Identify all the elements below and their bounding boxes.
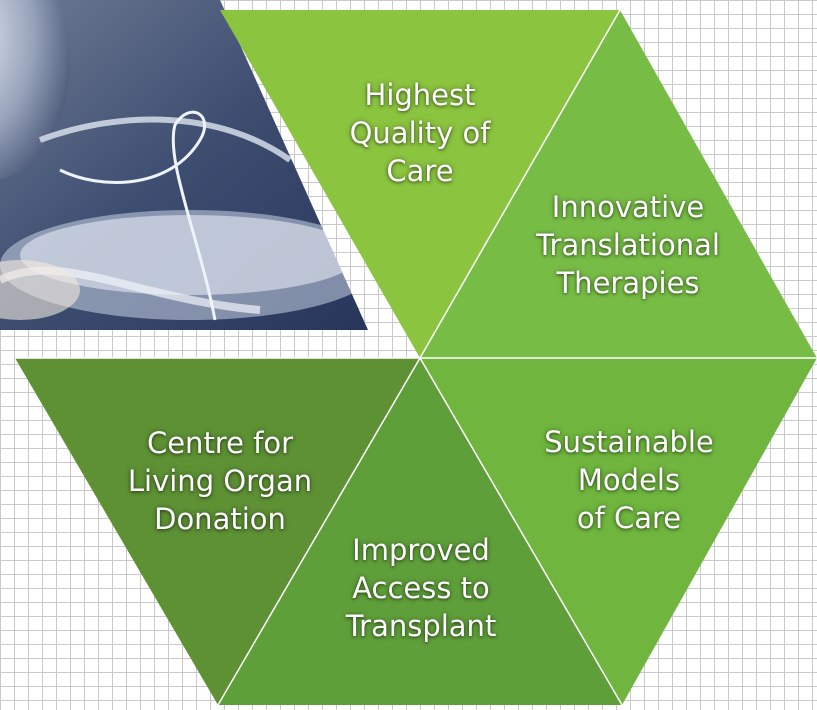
- label-sustainable-models: Sustainable Models of Care: [544, 423, 714, 537]
- label-living-donation: Centre for Living Organ Donation: [128, 424, 312, 538]
- label-line: Access to: [352, 571, 490, 605]
- segment-living-donation: [15, 358, 420, 705]
- label-line: of Care: [576, 501, 682, 535]
- label-line: Quality of: [349, 116, 491, 150]
- label-improved-access: Improved Access to Transplant: [346, 531, 497, 645]
- label-line: Highest: [364, 78, 476, 112]
- label-line: Sustainable: [544, 425, 714, 459]
- segment-sustainable-models: [420, 358, 817, 705]
- segment-improved-access: [218, 358, 622, 705]
- segment-highest-quality: [220, 10, 620, 358]
- label-line: Therapies: [556, 266, 700, 300]
- label-line: Centre for: [146, 426, 294, 460]
- label-line: Care: [386, 154, 454, 188]
- segment-dividers: [15, 9, 817, 706]
- segment-innovative-therapies: [420, 10, 817, 358]
- label-line: Innovative: [551, 190, 705, 224]
- label-line: Living Organ: [127, 464, 313, 498]
- label-line: Transplant: [345, 609, 497, 643]
- label-line: Translational: [536, 228, 720, 262]
- label-innovative-therapies: Innovative Translational Therapies: [536, 188, 720, 302]
- label-line: Improved: [352, 533, 490, 567]
- label-line: Models: [577, 463, 681, 497]
- label-line: Donation: [154, 502, 286, 536]
- label-highest-quality: Highest Quality of Care: [350, 76, 491, 190]
